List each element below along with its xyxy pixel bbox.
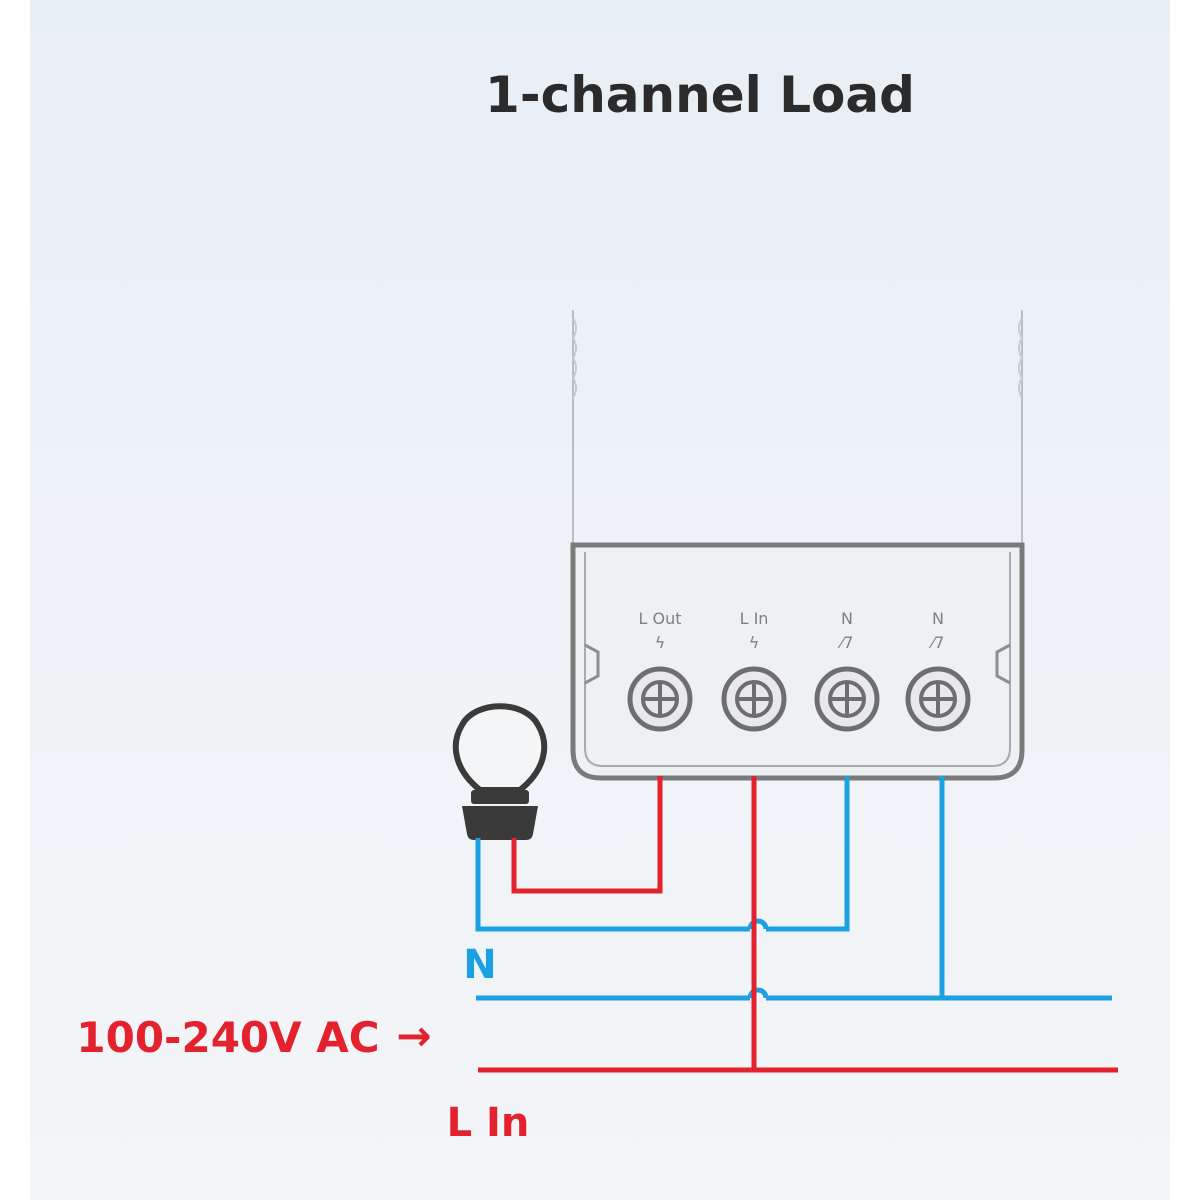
terminal-l-out: L Out ϟ [627,609,693,732]
screw-terminal-icon [721,666,787,732]
terminal-group: L Out ϟ L In ϟ N [627,609,971,732]
terminal-n-1: N ⁄7 [814,609,880,732]
module-neutral-wire [766,776,850,932]
module-left-clip [571,317,577,399]
module-right-notch [995,643,1011,685]
lightning-icon: ϟ [655,633,666,652]
terminal-label: N [932,609,944,628]
bulb-neutral-wire [475,838,750,932]
relay-module [570,310,1025,781]
diagram-title: 1-channel Load [485,66,915,124]
screw-terminal-icon [905,666,971,732]
live-wires [478,776,1118,1073]
module-inner-edge [584,552,1011,767]
load-live-wire [511,776,663,894]
module-left-notch [584,643,600,685]
light-bulb-icon [452,703,548,840]
module-right-clip [1018,317,1024,399]
screw-terminal-icon [627,666,693,732]
terminal-label: L In [740,609,769,628]
terminal-n-2: N ⁄7 [905,609,971,732]
supply-voltage-label: 100-240V AC [76,1013,379,1062]
terminal-l-in: L In ϟ [721,609,787,732]
neutral-symbol-icon: ⁄7 [838,633,854,652]
neutral-label: N [463,942,496,988]
terminal-label: N [841,609,853,628]
live-in-label: L In [447,1100,530,1146]
neutral-symbol-icon: ⁄7 [929,633,945,652]
neutral-bus-crossover [747,987,769,999]
lightning-icon: ϟ [749,633,760,652]
module-base [570,542,1025,781]
neutral-wire-crossover [747,918,769,930]
terminal-label: L Out [638,609,681,628]
arrow-right-icon: → [396,1011,431,1060]
screw-terminal-icon [814,666,880,732]
neutral-wires [475,776,1112,1001]
